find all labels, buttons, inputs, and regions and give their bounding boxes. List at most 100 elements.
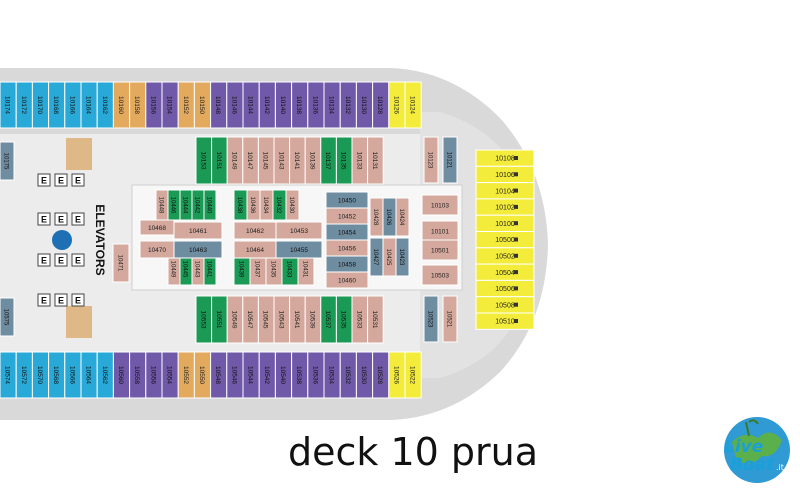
cabin-10503[interactable]: 10503 — [421, 264, 459, 286]
cabin-10151[interactable]: 10151 — [211, 136, 228, 185]
cabin-10102[interactable]: 10102 — [475, 198, 535, 216]
cabin-10160[interactable]: 10160 — [112, 81, 131, 129]
cabin-10464[interactable]: 10464 — [233, 240, 277, 259]
cabin-10121[interactable]: 10121 — [442, 136, 458, 184]
cabin-10133[interactable]: 10133 — [351, 136, 369, 185]
cabin-10164[interactable]: 10164 — [80, 81, 98, 129]
cabin-10526[interactable]: 10526 — [388, 351, 406, 399]
cabin-10461[interactable]: 10461 — [173, 221, 223, 240]
cabin-10568[interactable]: 10568 — [48, 351, 66, 399]
cabin-10131[interactable]: 10131 — [367, 136, 384, 185]
cabin-10538[interactable]: 10538 — [291, 351, 309, 399]
cabin-10562[interactable]: 10562 — [96, 351, 114, 399]
cabin-10444[interactable]: 10444 — [179, 189, 193, 221]
cabin-10142[interactable]: 10142 — [258, 81, 276, 129]
cabin-10174[interactable]: 10174 — [0, 81, 17, 129]
cabin-10566[interactable]: 10566 — [64, 351, 82, 399]
cabin-10537[interactable]: 10537 — [320, 295, 337, 344]
cabin-10542[interactable]: 10542 — [258, 351, 276, 399]
cabin-10168[interactable]: 10168 — [48, 81, 66, 129]
cabin-10548[interactable]: 10548 — [210, 351, 228, 399]
cabin-10440[interactable]: 10440 — [203, 189, 217, 221]
cabin-10552[interactable]: 10552 — [177, 351, 195, 399]
cabin-10106[interactable]: 10106 — [475, 165, 535, 184]
cabin-10544[interactable]: 10544 — [242, 351, 260, 399]
cabin-10534[interactable]: 10534 — [323, 351, 341, 399]
cabin-10134[interactable]: 10134 — [323, 81, 341, 129]
cabin-10426[interactable]: 10426 — [382, 197, 397, 237]
cabin-10531[interactable]: 10531 — [367, 295, 384, 344]
cabin-10458[interactable]: 10458 — [325, 255, 369, 273]
cabin-10450[interactable]: 10450 — [325, 191, 369, 209]
cabin-10442[interactable]: 10442 — [191, 189, 205, 221]
cabin-10446[interactable]: 10446 — [167, 189, 181, 221]
cabin-10556[interactable]: 10556 — [145, 351, 163, 399]
cabin-10428[interactable]: 10428 — [369, 197, 384, 237]
cabin-10575[interactable]: 10575 — [0, 297, 15, 337]
cabin-10550[interactable]: 10550 — [193, 351, 212, 399]
cabin-10532[interactable]: 10532 — [339, 351, 357, 399]
cabin-10546[interactable]: 10546 — [226, 351, 244, 399]
cabin-10454[interactable]: 10454 — [325, 223, 369, 241]
cabin-10124[interactable]: 10124 — [404, 81, 422, 129]
cabin-10549[interactable]: 10549 — [226, 295, 244, 344]
cabin-10135[interactable]: 10135 — [335, 136, 353, 185]
cabin-10146[interactable]: 10146 — [226, 81, 244, 129]
cabin-10137[interactable]: 10137 — [320, 136, 337, 185]
cabin-10470[interactable]: 10470 — [139, 240, 175, 259]
cabin-10150[interactable]: 10150 — [193, 81, 212, 129]
cabin-10574[interactable]: 10574 — [0, 351, 17, 399]
cabin-10427[interactable]: 10427 — [369, 237, 384, 277]
cabin-10423[interactable]: 10423 — [395, 237, 410, 277]
cabin-10539[interactable]: 10539 — [304, 295, 322, 344]
cabin-10506[interactable]: 10506 — [475, 279, 535, 298]
cabin-10523[interactable]: 10523 — [423, 295, 439, 343]
cabin-10536[interactable]: 10536 — [307, 351, 325, 399]
cabin-10564[interactable]: 10564 — [80, 351, 98, 399]
cabin-10147[interactable]: 10147 — [242, 136, 259, 185]
cabin-10139[interactable]: 10139 — [304, 136, 322, 185]
cabin-10432[interactable]: 10432 — [272, 189, 287, 221]
cabin-10535[interactable]: 10535 — [335, 295, 353, 344]
cabin-10455[interactable]: 10455 — [275, 240, 323, 259]
cabin-10126[interactable]: 10126 — [388, 81, 406, 129]
cabin-10154[interactable]: 10154 — [161, 81, 179, 129]
cabin-10572[interactable]: 10572 — [15, 351, 33, 399]
cabin-10528[interactable]: 10528 — [372, 351, 390, 399]
cabin-10530[interactable]: 10530 — [355, 351, 374, 399]
cabin-10502[interactable]: 10502 — [475, 247, 535, 265]
cabin-10541[interactable]: 10541 — [289, 295, 306, 344]
cabin-10547[interactable]: 10547 — [242, 295, 259, 344]
cabin-10462[interactable]: 10462 — [233, 221, 277, 240]
cabin-10504[interactable]: 10504 — [475, 263, 535, 281]
cabin-10560[interactable]: 10560 — [112, 351, 131, 399]
cabin-10136[interactable]: 10136 — [307, 81, 325, 129]
cabin-10453[interactable]: 10453 — [275, 221, 323, 240]
cabin-10172[interactable]: 10172 — [15, 81, 33, 129]
cabin-10153[interactable]: 10153 — [195, 136, 213, 185]
cabin-10438[interactable]: 10438 — [233, 189, 248, 221]
cabin-10521[interactable]: 10521 — [442, 295, 458, 343]
cabin-10460[interactable]: 10460 — [325, 271, 369, 289]
cabin-10162[interactable]: 10162 — [96, 81, 114, 129]
cabin-10436[interactable]: 10436 — [246, 189, 261, 221]
cabin-10468[interactable]: 10468 — [139, 219, 175, 236]
cabin-10141[interactable]: 10141 — [289, 136, 306, 185]
cabin-10101[interactable]: 10101 — [421, 220, 459, 242]
cabin-10128[interactable]: 10128 — [372, 81, 390, 129]
cabin-10156[interactable]: 10156 — [145, 81, 163, 129]
cabin-10148[interactable]: 10148 — [210, 81, 228, 129]
cabin-10175[interactable]: 10175 — [0, 141, 15, 181]
cabin-10149[interactable]: 10149 — [226, 136, 244, 185]
cabin-10558[interactable]: 10558 — [129, 351, 147, 399]
cabin-10132[interactable]: 10132 — [339, 81, 357, 129]
cabin-10424[interactable]: 10424 — [395, 197, 410, 237]
cabin-10540[interactable]: 10540 — [274, 351, 293, 399]
cabin-10570[interactable]: 10570 — [31, 351, 50, 399]
cabin-10430[interactable]: 10430 — [285, 189, 300, 221]
cabin-10158[interactable]: 10158 — [129, 81, 147, 129]
cabin-10551[interactable]: 10551 — [211, 295, 228, 344]
cabin-10108[interactable]: 10108 — [475, 149, 535, 167]
cabin-10144[interactable]: 10144 — [242, 81, 260, 129]
cabin-10103[interactable]: 10103 — [421, 194, 459, 216]
